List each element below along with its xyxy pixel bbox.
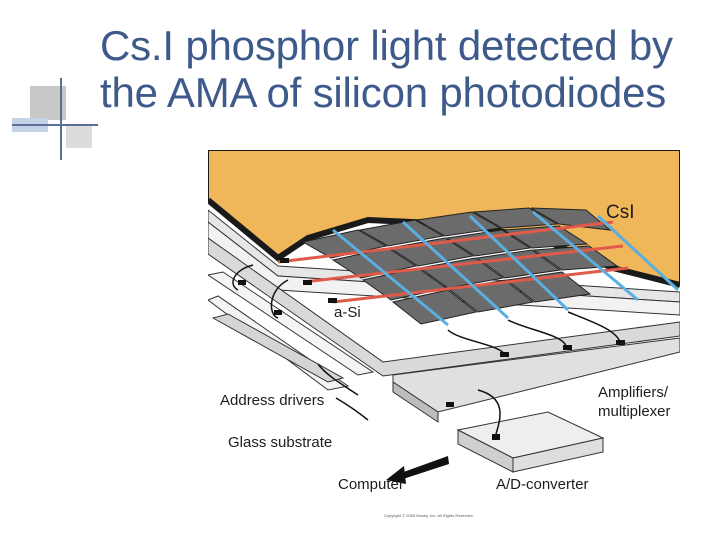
address-driver-slab: [211, 313, 345, 383]
title-line-2: the AMA of silicon photodiodes: [100, 69, 667, 116]
amplifier-bar-front: [392, 381, 439, 423]
substrate-slab-mid: [208, 221, 680, 316]
address-driver-bar-1: [208, 271, 375, 376]
data-lines: [332, 210, 680, 327]
amplifier-bar: [392, 337, 680, 413]
slide-title: Cs.I phosphor light detected by the AMA …: [100, 22, 710, 116]
label-amplifiers: Amplifiers/: [598, 384, 669, 401]
signal-wires: [232, 264, 621, 435]
computer-arrow: [398, 456, 449, 480]
title-line-1: Cs.I phosphor light detected by: [100, 22, 673, 69]
label-csi: CsI: [606, 202, 635, 223]
adc-box-side: [512, 437, 604, 473]
label-multiplexer: multiplexer: [598, 403, 671, 420]
label-address-drivers: Address drivers: [220, 392, 325, 409]
copyright-notice: Copyright © 2005 Mosby, Inc. All Rights …: [384, 513, 474, 518]
computer-arrow-head: [386, 466, 406, 484]
scan-lines: [277, 220, 629, 304]
flat-panel-detector-diagram: CsI a-Si Address drivers Glass substrate…: [208, 150, 680, 522]
connector-nubs: [238, 258, 625, 440]
label-ad-converter: A/D-converter: [496, 476, 589, 493]
label-glass-substrate: Glass substrate: [228, 434, 333, 451]
label-computer: Computer: [338, 476, 404, 493]
detector-illustration: [208, 150, 680, 484]
label-a-si: a-Si: [334, 304, 361, 321]
slide-decoration: [0, 0, 100, 170]
